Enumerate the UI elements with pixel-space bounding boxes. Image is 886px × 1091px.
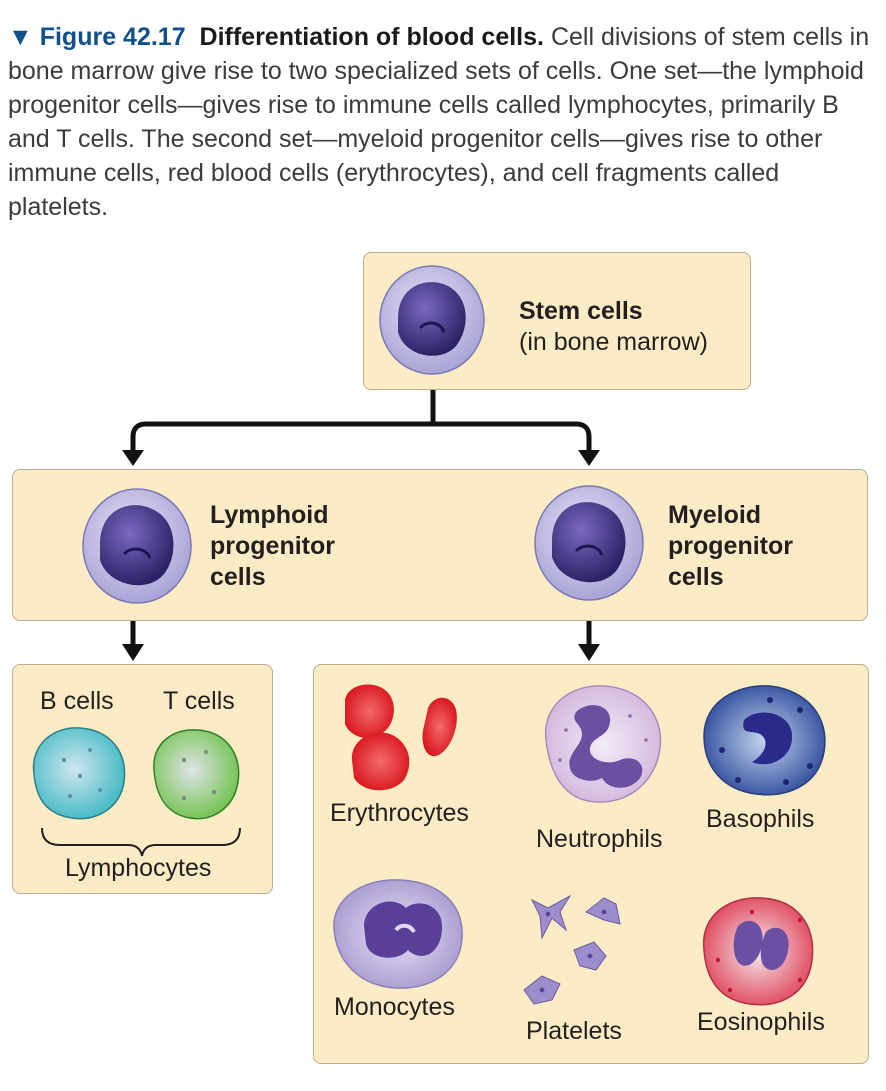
eosinophils-label: Eosinophils [697,1008,825,1036]
myeloid-label-line2: progenitor [668,532,793,560]
figure-marker-icon: ▼ [8,23,33,51]
lymphoid-label-line2: progenitor [210,532,335,560]
eosinophils-icon [702,897,814,1006]
figure-caption: ▼ Figure 42.17 Differentiation of blood … [8,20,878,224]
arrow-to-lymphoid-icon [122,450,144,466]
neutrophils-icon [544,685,662,803]
monocytes-label: Monocytes [334,993,455,1021]
erythrocytes-label: Erythrocytes [330,799,469,827]
b-cells-label: B cells [40,687,114,715]
neutrophils-label: Neutrophils [536,825,663,853]
figure-title: Differentiation of blood cells. [199,23,544,51]
basophils-label: Basophils [706,805,815,833]
myeloid-label-line3: cells [668,563,724,591]
t-cells-label: T cells [163,687,235,715]
myeloid-to-products-connector [578,621,600,661]
basophils-icon [703,685,826,796]
myeloid-progenitor-cell-icon [534,485,644,601]
arrow-to-myeloid-icon [578,450,600,466]
lymphoid-to-lymphocytes-connector [122,621,144,661]
stem-cell-icon [379,265,485,375]
figure-number: Figure 42.17 [39,23,186,51]
platelets-icon [523,894,621,1005]
b-cell-icon [32,727,126,820]
lymphoid-progenitor-cell-icon [82,488,192,604]
lymphocytes-label: Lymphocytes [65,854,212,882]
monocytes-icon [333,879,463,989]
figure-text: Cell divisions of stem cells in bone mar… [8,23,870,221]
myeloid-label-line1: Myeloid [668,501,762,529]
stem-cells-label: Stem cells [519,297,643,325]
t-cell-icon [153,729,240,820]
lymphocytes-brace [41,827,241,857]
lymphoid-label-line3: cells [210,563,266,591]
platelets-label: Platelets [526,1017,622,1045]
stem-to-progenitor-connector [130,390,592,452]
lymphoid-label-line1: Lymphoid [210,501,329,529]
stem-cells-location-label: (in bone marrow) [519,328,708,356]
erythrocytes-icon [345,684,457,791]
